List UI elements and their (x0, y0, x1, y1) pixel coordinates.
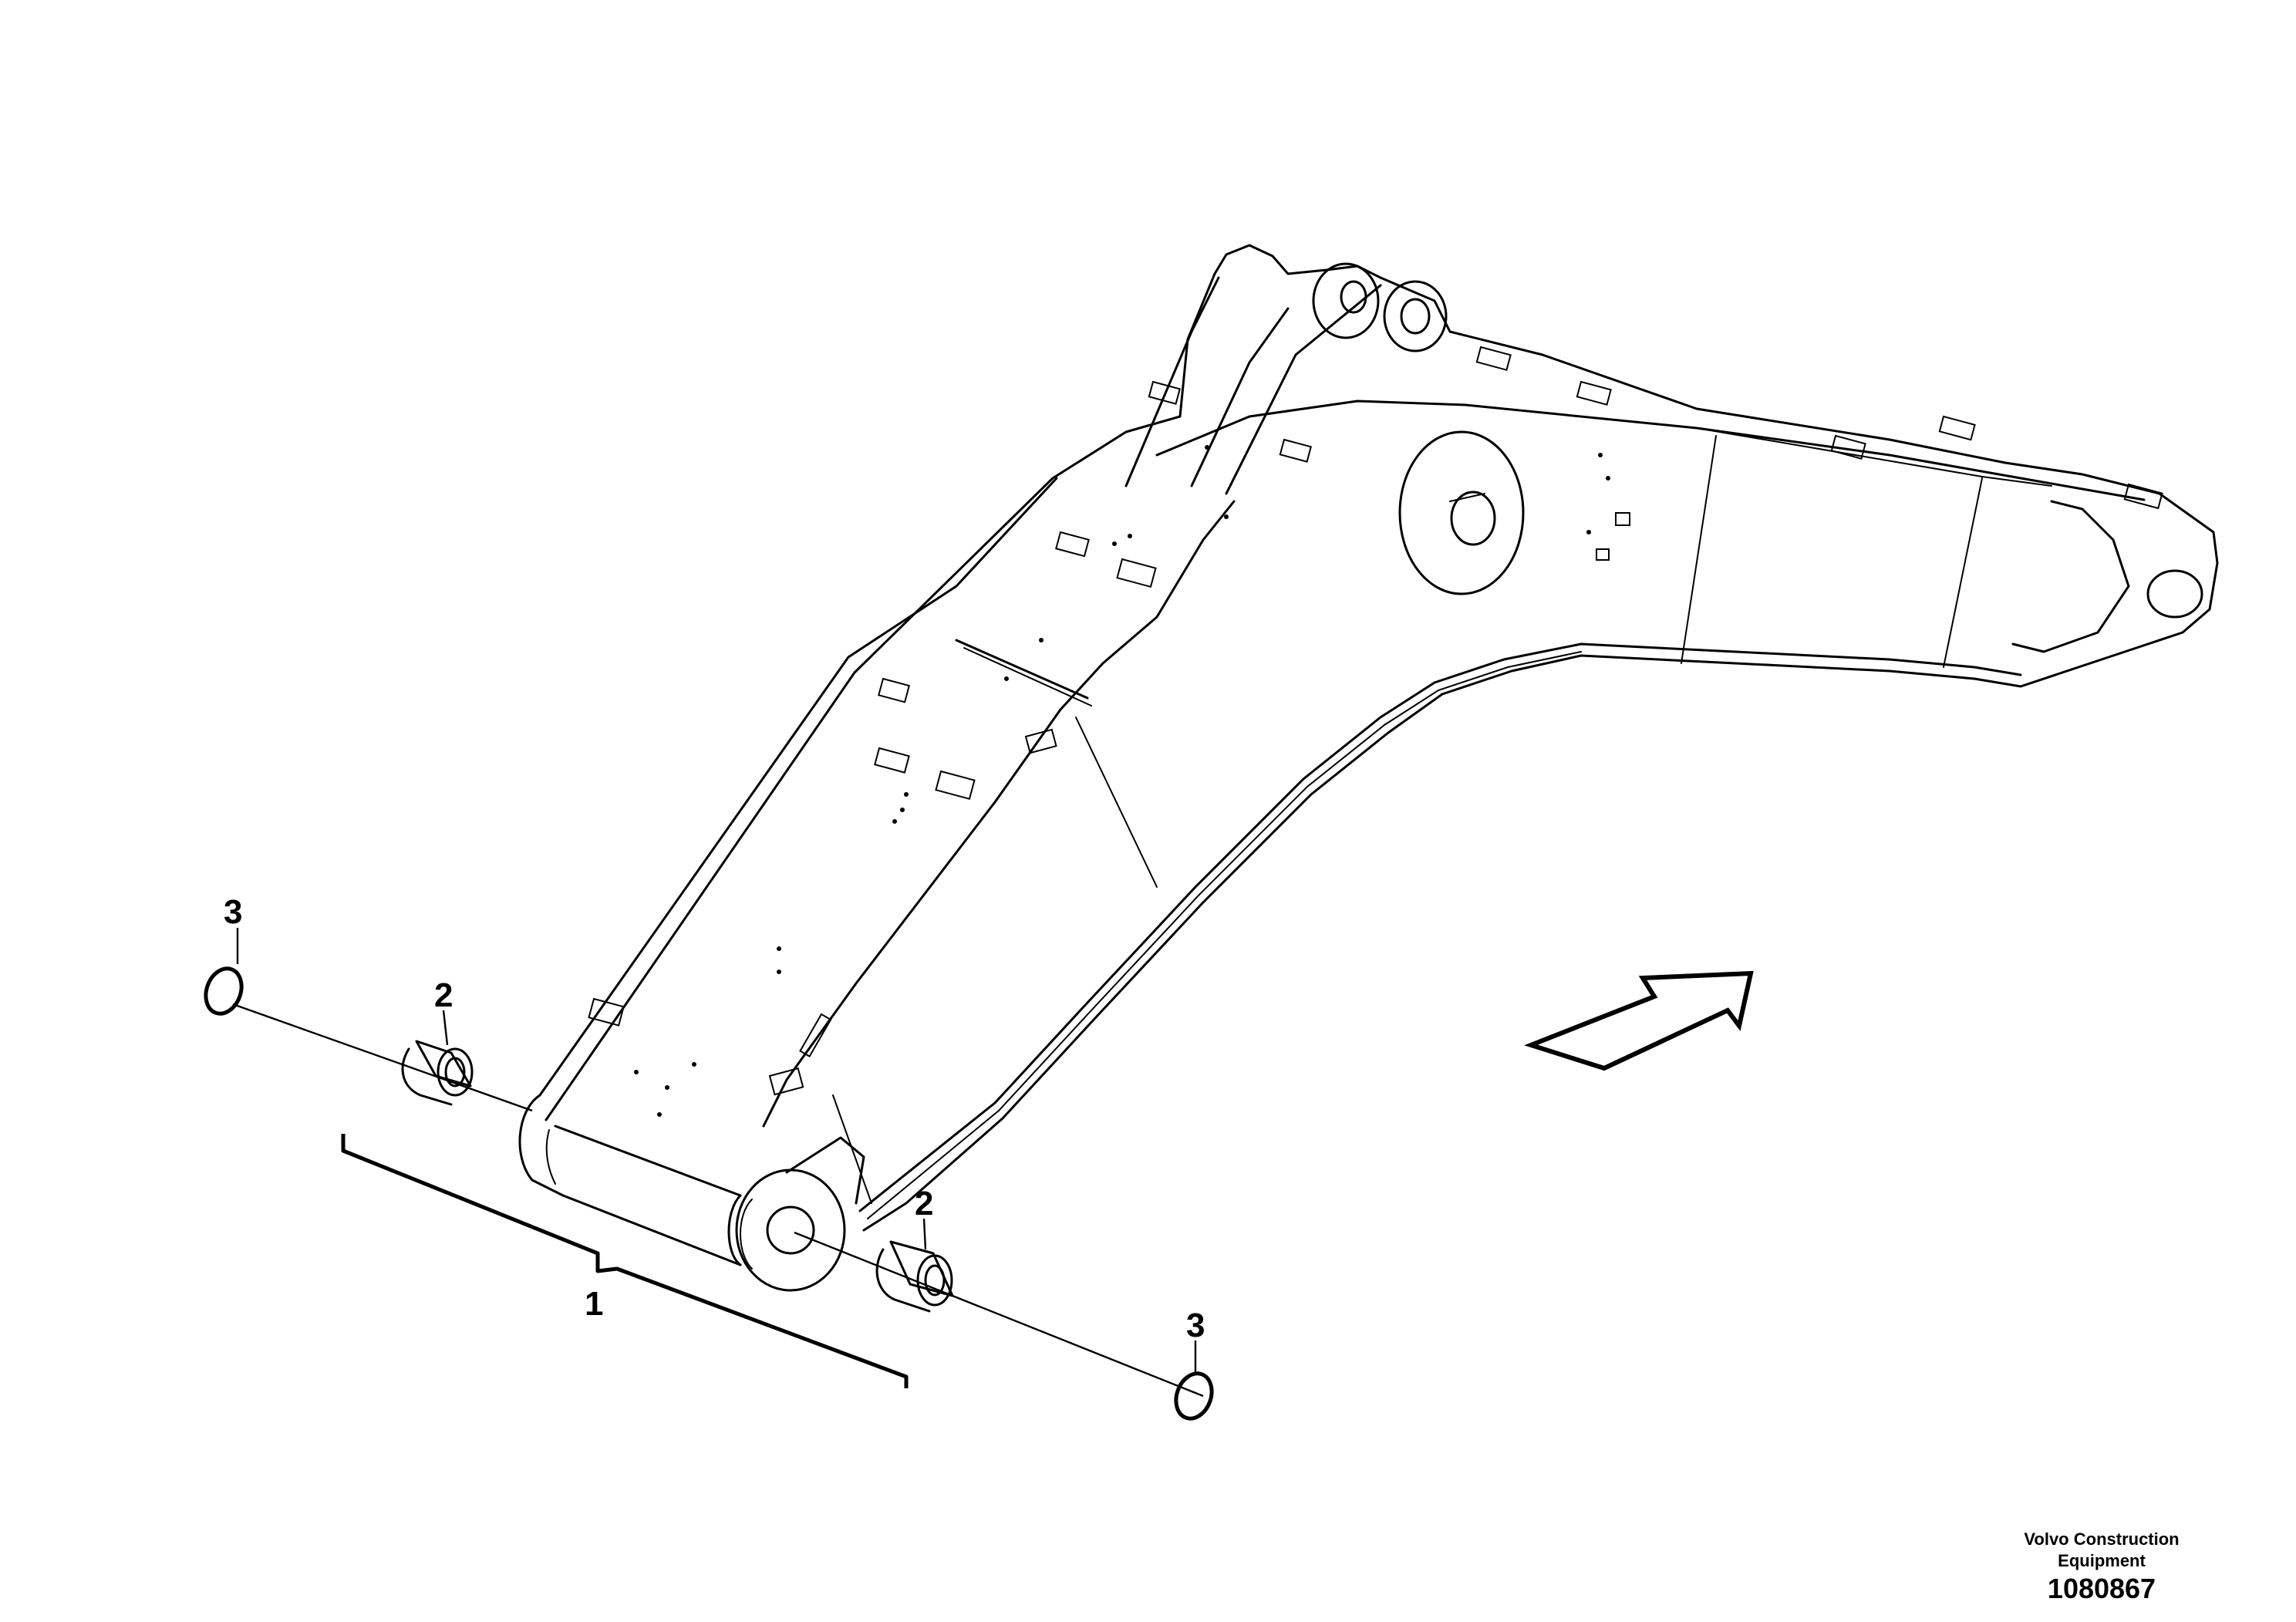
bushing-right (875, 1240, 954, 1313)
callout-1: 1 (585, 1285, 603, 1323)
callout-3-right: 3 (1186, 1307, 1205, 1344)
drawing-number: 1080867 (2047, 1573, 2156, 1604)
direction-arrow-icon (1524, 970, 1754, 1071)
excavator-boom (518, 244, 2219, 1292)
snap-ring-right (1174, 1371, 1214, 1421)
company-name-line2: Equipment (2058, 1551, 2146, 1570)
leader-line-left (232, 1003, 533, 1112)
assembly-brace (341, 1134, 909, 1388)
bushing-left (401, 1040, 474, 1106)
company-name-line1: Volvo Construction (2024, 1529, 2180, 1549)
snap-ring-left (204, 966, 244, 1016)
callout-3-left: 3 (224, 893, 242, 931)
company-name: Volvo Construction Equipment (1947, 1529, 2256, 1572)
leader-line-right (794, 1231, 1204, 1398)
callout-2-right: 2 (915, 1185, 933, 1222)
callout-2-left: 2 (434, 976, 453, 1014)
